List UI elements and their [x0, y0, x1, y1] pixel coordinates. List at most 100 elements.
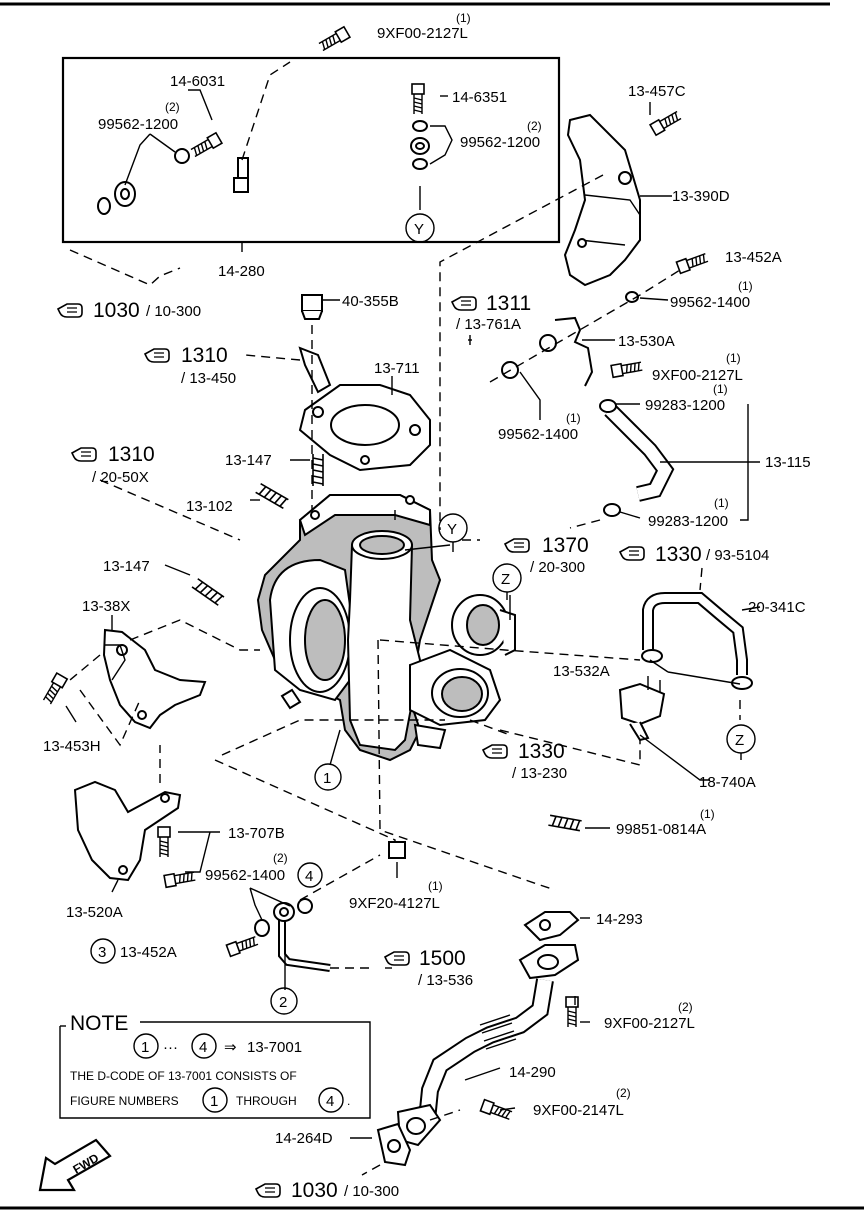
hand-pointer-icon: [71, 447, 97, 462]
ref-1030-bot: 1030: [291, 1179, 338, 1202]
label-13-520a: 13-520A: [66, 904, 123, 921]
ref-1311: 1311: [486, 292, 531, 315]
svg-text:Y: Y: [447, 521, 457, 538]
hand-pointer-icon: [255, 1183, 281, 1198]
qty-99562-1200-a: (2): [165, 100, 180, 114]
turbocharger-assembly: [214, 494, 641, 891]
label-13-707b: 13-707B: [228, 825, 285, 842]
label-13-102: 13-102: [186, 498, 233, 515]
qty-9xf00-2127l-bot: (2): [678, 1000, 693, 1014]
ref-1330-a-sub: / 93-5104: [706, 547, 769, 564]
svg-text:.: .: [347, 1094, 350, 1108]
heat-shield-upper: [439, 102, 683, 530]
svg-text:1: 1: [210, 1093, 218, 1110]
ref-1311-sub: / 13-761A: [456, 316, 521, 333]
svg-text:⇒: ⇒: [224, 1039, 237, 1056]
marker-3: [90, 938, 116, 964]
label-13-453h: 13-453H: [43, 738, 101, 755]
label-13-530a: 13-530A: [618, 333, 675, 350]
ref-1330-b: 1330: [518, 740, 565, 763]
label-14-264d: 14-264D: [275, 1130, 333, 1147]
ref-1030-top-sub: / 10-300: [146, 303, 201, 320]
hand-pointer-icon: [384, 951, 410, 966]
vacuum-solenoid-group: [618, 567, 761, 781]
label-99562-1400-a: 99562-1400: [670, 294, 750, 311]
marker-4: [297, 862, 323, 888]
qty-99562-1400-b: (1): [566, 411, 581, 425]
support-bracket: [73, 745, 220, 893]
note-line-3b: THROUGH: [236, 1094, 297, 1108]
note-line-2: THE D-CODE OF 13-7001 CONSISTS OF: [70, 1069, 297, 1083]
label-9xf00-2127l-top: 9XF00-2127L: [377, 25, 468, 42]
part-number-labels: 9XF00-2127L (1) 14-6031 (2) 99562-1200 1…: [43, 11, 811, 1147]
ref-1310-a: 1310: [181, 344, 228, 367]
ref-1310-b: 1310: [108, 443, 155, 466]
qty-9xf00-2127l-top: (1): [456, 11, 471, 25]
svg-text:4: 4: [199, 1039, 207, 1056]
svg-text:1: 1: [323, 770, 331, 787]
hand-pointer-icon: [504, 538, 530, 553]
hand-pointer-icon: [451, 296, 477, 311]
label-99562-1200-b: 99562-1200: [460, 134, 540, 151]
label-9xf20-4127l: 9XF20-4127L: [349, 895, 440, 912]
heat-shield-lower-bracket: [41, 615, 260, 747]
label-20-341c: 20-341C: [748, 599, 806, 616]
reference-labels: 1030 / 10-300 1311 / 13-761A 1310 / 13-4…: [92, 292, 769, 1202]
ref-1030-top: 1030: [93, 299, 140, 322]
gasket-and-studs: [99, 294, 431, 607]
svg-text:2: 2: [279, 994, 287, 1011]
ref-1500-sub: / 13-536: [418, 972, 473, 989]
label-13-532a: 13-532A: [553, 663, 610, 680]
label-13-452a-bot: 13-452A: [120, 944, 177, 961]
qty-99283-1200-b: (1): [714, 496, 729, 510]
label-14-290: 14-290: [509, 1064, 556, 1081]
label-9xf00-2127l-bot: 9XF00-2127L: [604, 1015, 695, 1032]
label-13-38x: 13-38X: [82, 598, 130, 615]
marker-1: [314, 763, 342, 791]
note-text: NOTE 1 ··· 4 ⇒ 13-7001 THE D-CODE OF 13-…: [70, 1012, 350, 1110]
qty-99851-0814a: (1): [700, 807, 715, 821]
ref-1500: 1500: [419, 947, 466, 970]
svg-text:Z: Z: [735, 732, 744, 749]
label-99562-1400-b: 99562-1400: [498, 426, 578, 443]
svg-text:13-7001: 13-7001: [247, 1039, 302, 1056]
svg-text:Z: Z: [501, 571, 510, 588]
qty-99562-1400-c: (2): [273, 851, 288, 865]
qty-99562-1200-b: (2): [527, 119, 542, 133]
ref-1310-b-sub: / 20-50X: [92, 469, 149, 486]
note-title: NOTE: [70, 1012, 128, 1035]
label-99283-1200-b: 99283-1200: [648, 513, 728, 530]
hand-pointer-icon: [619, 546, 645, 561]
label-99562-1200-a: 99562-1200: [98, 116, 178, 133]
label-99283-1200-a: 99283-1200: [645, 397, 725, 414]
label-9xf00-2127l-mid: 9XF00-2127L: [652, 367, 743, 384]
ref-1370: 1370: [542, 534, 589, 557]
label-14-6351: 14-6351: [452, 89, 507, 106]
label-9xf00-2147l: 9XF00-2147L: [533, 1102, 624, 1119]
label-99562-1400-c: 99562-1400: [205, 867, 285, 884]
label-13-390d: 13-390D: [672, 188, 730, 205]
label-13-457c: 13-457C: [628, 83, 686, 100]
hand-pointer-icon: [57, 303, 83, 318]
note-line-3a: FIGURE NUMBERS: [70, 1094, 179, 1108]
qty-9xf00-2147l: (2): [616, 1086, 631, 1100]
note-box: [59, 1021, 371, 1119]
fwd-arrow-icon: [38, 1138, 112, 1192]
label-14-280: 14-280: [218, 263, 265, 280]
oil-feed-pipe-group: [61, 26, 561, 286]
ref-1330-b-sub: / 13-230: [512, 765, 567, 782]
svg-text:···: ···: [163, 1039, 178, 1056]
svg-text:Y: Y: [414, 221, 424, 238]
label-40-355b: 40-355B: [342, 293, 399, 310]
label-14-293: 14-293: [596, 911, 643, 928]
marker-2: [270, 987, 298, 1015]
ref-1330-a: 1330: [655, 543, 702, 566]
label-18-740a: 18-740A: [699, 774, 756, 791]
ref-1030-bot-sub: / 10-300: [344, 1183, 399, 1200]
label-13-711: 13-711: [374, 360, 420, 377]
stud-and-nut: [547, 814, 610, 832]
marker-labels: Y Y Z Z 1 2 3 4: [98, 221, 744, 1011]
qty-99283-1200-a: (1): [713, 382, 728, 396]
marker-y-top: [405, 213, 435, 243]
